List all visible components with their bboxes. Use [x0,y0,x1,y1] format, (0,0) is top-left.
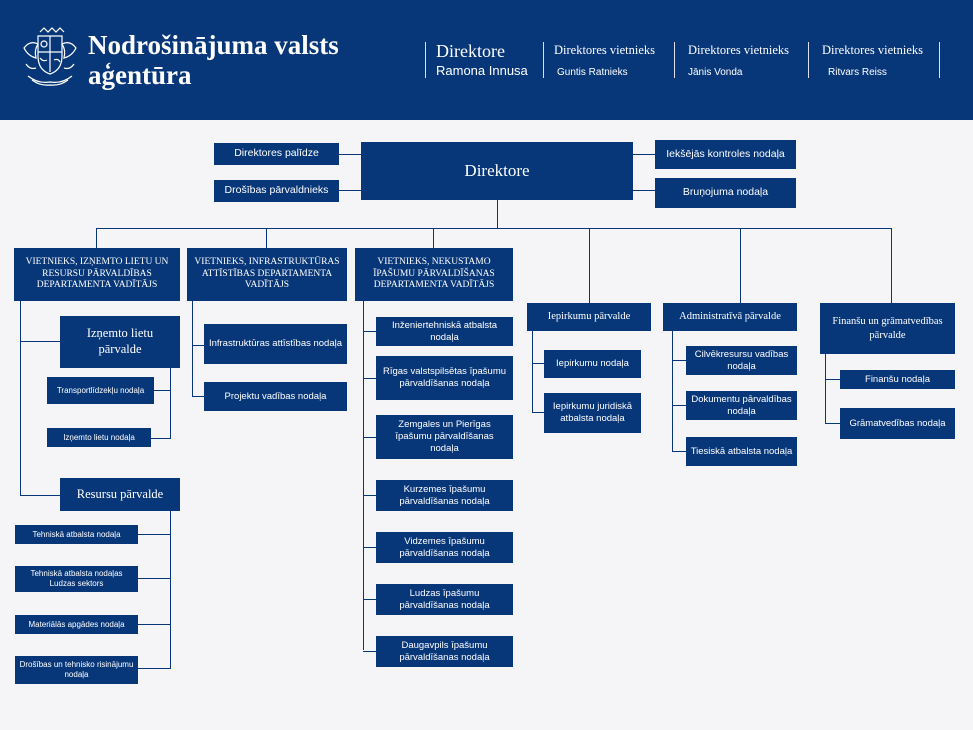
connector-line [363,378,376,379]
connector-line [672,360,686,361]
dept1-unit-box: Tehniskā atbalsta nodaļa [15,525,138,544]
connector-line [825,354,826,424]
internal-control-box: Iekšējās kontroles nodaļa [655,140,796,169]
administrative-admin-box: Administratīvā pārvalde [663,303,797,331]
deputy-name: Jānis Vonda [688,67,743,78]
connector-line [192,396,204,397]
connector-line [151,438,171,439]
connector-line [192,345,204,346]
connector-line [672,405,686,406]
connector-line [154,390,171,391]
connector-line [497,200,498,229]
header-divider [939,42,940,78]
org-chart: Direktores palīdze Drošības pārvaldnieks… [0,120,973,730]
connector-line [363,437,376,438]
connector-line [633,154,655,155]
dept1-unit-box: Izņemto lietu nodaļa [47,428,151,447]
deputy-name: Ritvars Reiss [828,67,887,78]
connector-line [138,624,171,625]
connector-line [825,423,840,424]
header-banner: Nodrošinājuma valsts aģentūra Direktore … [0,0,973,120]
dept1-admin2-box: Resursu pārvalde [60,478,180,511]
procurement-admin-box: Iepirkumu pārvalde [527,303,651,331]
connector-line [363,651,376,652]
connector-line [138,668,171,669]
connector-line [891,228,892,303]
connector-line [532,331,533,413]
connector-line [740,228,741,303]
administrative-unit-box: Tiesiskā atbalsta nodaļa [686,437,797,466]
dept1-unit-box: Drošības un tehnisko risinājumu nodaļa [15,656,138,684]
connector-line [363,301,364,650]
connector-line [138,578,171,579]
connector-line [363,599,376,600]
agency-name-line1: Nodrošinājuma valsts [88,30,339,60]
director-assistant-box: Direktores palīdze [214,143,339,165]
connector-line [532,363,544,364]
header-divider [808,42,809,78]
dept1-unit-box: Tehniskā atbalsta nodaļas Ludzas sektors [15,566,138,592]
agency-name-line2: aģentūra [88,60,192,90]
director-title: Direktore [436,41,505,61]
dept3-unit-box: Kurzemes īpašumu pārvaldīšanas nodaļa [376,480,513,511]
connector-line [532,412,544,413]
procurement-unit-box: Iepirkumu juridiskā atbalsta nodaļa [544,393,641,433]
dept2-unit-box: Projektu vadības nodaļa [204,382,347,411]
director-box: Direktore [361,142,633,200]
connector-line [96,228,97,248]
connector-line [192,301,193,397]
dept3-unit-box: Rīgas valstspilsētas īpašumu pārvaldīšan… [376,356,513,400]
dept3-unit-box: Ludzas īpašumu pārvaldīšanas nodaļa [376,584,513,615]
header-divider [425,42,426,78]
finance-unit-box: Grāmatvedības nodaļa [840,408,955,439]
deputy-name: Guntis Ratnieks [557,67,628,78]
director-name: Ramona Innusa [436,63,528,78]
deputy-title: Direktores vietnieks [822,43,924,57]
connector-line [20,301,21,496]
connector-line [96,228,892,229]
connector-line [363,547,376,548]
connector-line [20,341,60,342]
procurement-unit-box: Iepirkumu nodaļa [544,350,641,378]
dept2-head-box: VIETNIEKS, INFRASTRUKTŪRAS ATTĪSTĪBAS DE… [187,248,347,301]
connector-line [339,154,361,155]
dept3-head-box: VIETNIEKS, NEKUSTAMO ĪPAŠUMU PĀRVALDĪŠAN… [355,248,513,301]
connector-line [672,451,686,452]
latvia-coat-of-arms-icon [23,27,77,86]
dept2-unit-box: Infrastruktūras attīstības nodaļa [204,324,347,364]
dept1-head-box: VIETNIEKS, IZŅEMTO LIETU UN RESURSU PĀRV… [14,248,180,301]
dept3-unit-box: Inženiertehniskā atbalsta nodaļa [376,317,513,346]
deputy-title: Direktores vietnieks [554,43,656,57]
dept3-unit-box: Zemgales un Pierīgas īpašumu pārvaldīšan… [376,415,513,459]
dept1-unit-box: Materiālās apgādes nodaļa [15,615,138,634]
connector-line [433,228,434,248]
connector-line [589,228,590,303]
security-manager-box: Drošības pārvaldnieks [214,180,339,202]
header-divider [543,42,544,78]
dept1-admin1-box: Izņemto lietu pārvalde [60,316,180,368]
dept3-unit-box: Vidzemes īpašumu pārvaldīšanas nodaļa [376,532,513,563]
connector-line [20,495,60,496]
dept1-unit-box: Transportlīdzekļu nodaļa [47,377,154,404]
armament-unit-box: Bruņojuma nodaļa [655,178,796,208]
connector-line [672,331,673,452]
header-divider [674,42,675,78]
finance-admin-box: Finanšu un grāmatvedības pārvalde [820,303,955,354]
deputy-title: Direktores vietnieks [688,43,790,57]
connector-line [363,495,376,496]
connector-line [633,190,655,191]
administrative-unit-box: Dokumentu pārvaldības nodaļa [686,391,797,420]
connector-line [363,331,376,332]
connector-line [138,534,171,535]
dept3-unit-box: Daugavpils īpašumu pārvaldīšanas nodaļa [376,636,513,667]
finance-unit-box: Finanšu nodaļa [840,370,955,389]
connector-line [825,379,840,380]
connector-line [170,511,171,669]
connector-line [266,228,267,248]
connector-line [339,190,361,191]
administrative-unit-box: Cilvēkresursu vadības nodaļa [686,346,797,375]
